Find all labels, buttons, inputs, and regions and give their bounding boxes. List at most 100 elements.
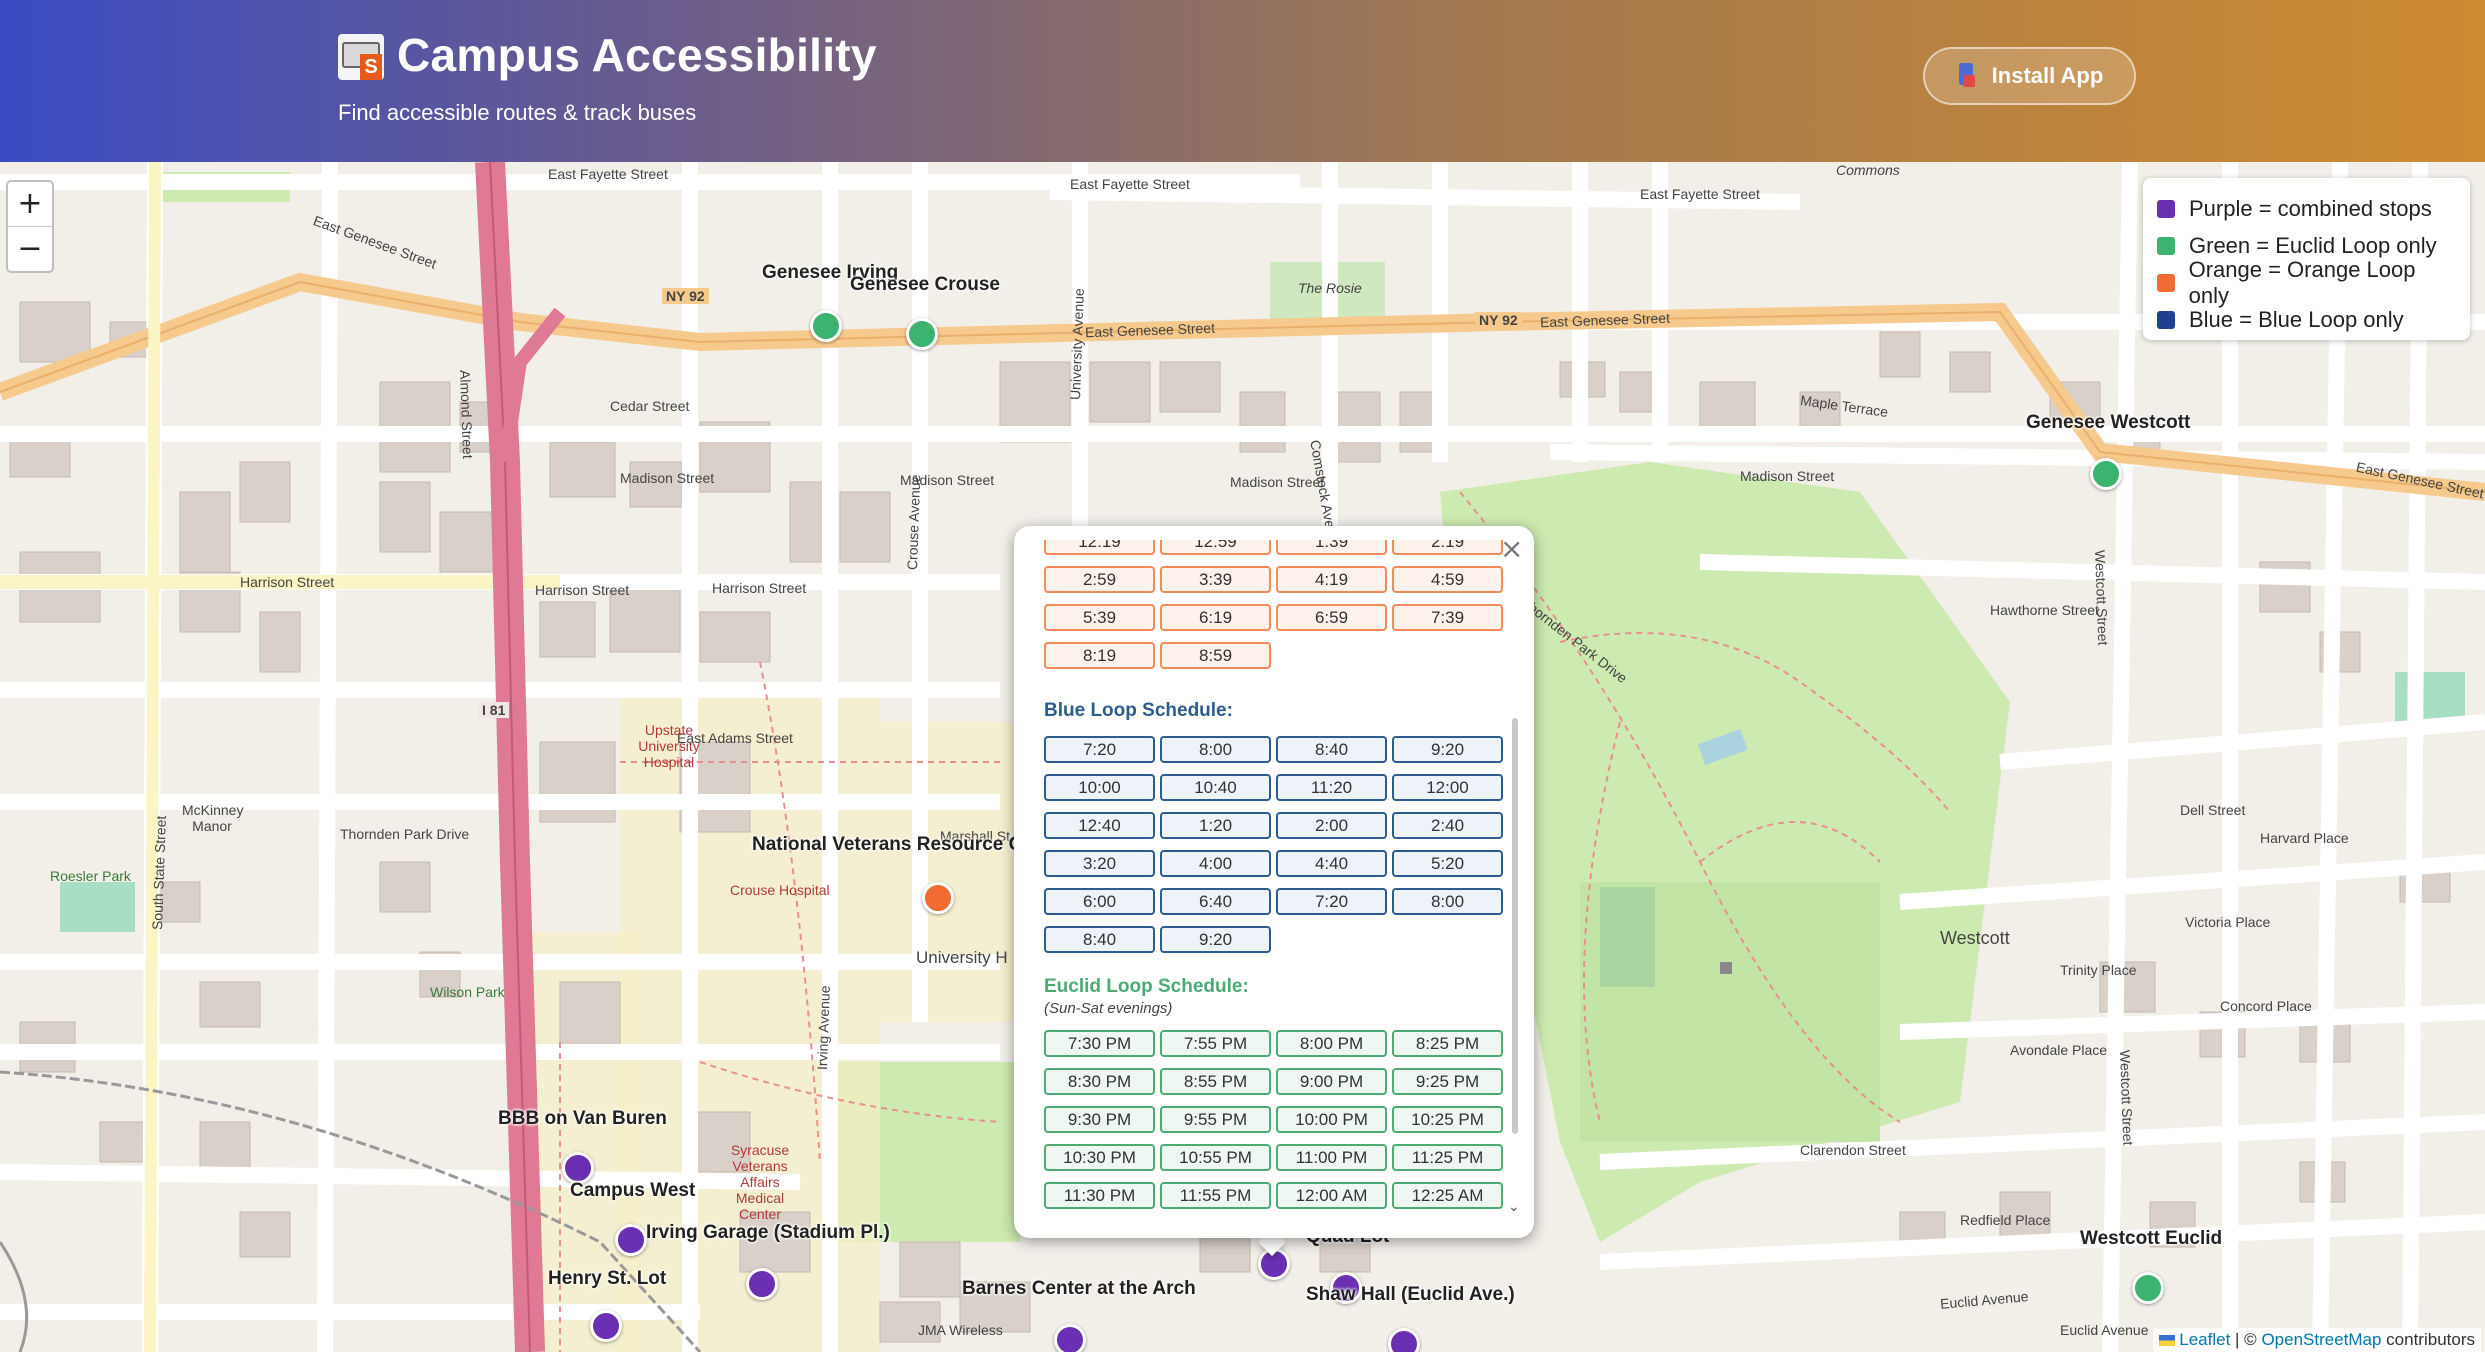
- bus-stop-marker[interactable]: [922, 882, 954, 914]
- street-label: Euclid Avenue: [2060, 1322, 2149, 1338]
- schedule-time: 7:20: [1044, 736, 1155, 763]
- map-legend: Purple = combined stops Green = Euclid L…: [2143, 178, 2470, 340]
- bus-stop-label: Barnes Center at the Arch: [962, 1278, 1196, 1299]
- schedule-time: 2:19: [1392, 540, 1503, 555]
- euclid-loop-note: (Sun-Sat evenings): [1044, 1000, 1173, 1017]
- street-label: Almond Street: [457, 369, 477, 459]
- bus-stop-marker[interactable]: [2090, 458, 2122, 490]
- legend-item: Purple = combined stops: [2157, 190, 2456, 227]
- street-label: Victoria Place: [2185, 914, 2271, 930]
- schedule-time: 9:20: [1160, 926, 1271, 953]
- schedule-time: 6:00: [1044, 888, 1155, 915]
- street-label: Irving Avenue: [814, 985, 833, 1071]
- osm-link[interactable]: OpenStreetMap: [2261, 1330, 2382, 1349]
- bus-stop-marker[interactable]: [906, 318, 938, 350]
- schedule-time: 6:40: [1160, 888, 1271, 915]
- bus-stop-marker[interactable]: [590, 1310, 622, 1342]
- map-attribution: Leaflet | © OpenStreetMap contributors: [2153, 1328, 2481, 1352]
- popup-close-button[interactable]: ×: [1500, 532, 1524, 565]
- street-label: East Fayette Street: [548, 166, 668, 182]
- schedule-time: 7:30 PM: [1044, 1030, 1155, 1057]
- street-label: Dell Street: [2180, 802, 2246, 818]
- bus-stop-marker[interactable]: [810, 310, 842, 342]
- schedule-time: 9:30 PM: [1044, 1106, 1155, 1133]
- street-label: Madison Street: [620, 470, 715, 486]
- leaflet-link[interactable]: Leaflet: [2179, 1330, 2231, 1349]
- schedule-time: 8:25 PM: [1392, 1030, 1503, 1057]
- app-subtitle: Find accessible routes & track buses: [338, 100, 697, 125]
- street-label: East Fayette Street: [1070, 176, 1190, 192]
- bus-stop-label: National Veterans Resource Ce: [752, 834, 1033, 855]
- schedule-time: 9:55 PM: [1160, 1106, 1271, 1133]
- street-label: Crouse Avenue: [904, 474, 924, 571]
- schedule-time: 12:59: [1160, 540, 1271, 555]
- street-label: Madison Street: [900, 472, 995, 488]
- neighborhood-label: Westcott: [1940, 928, 2010, 948]
- schedule-time: 9:20: [1392, 736, 1503, 763]
- street-label: East Adams Street: [677, 730, 793, 746]
- zoom-control: + −: [6, 180, 54, 273]
- schedule-time: 3:20: [1044, 850, 1155, 877]
- zoom-in-button[interactable]: +: [8, 182, 52, 227]
- bus-stop-marker[interactable]: [1330, 1272, 1362, 1304]
- install-icon: [1956, 63, 1978, 89]
- install-app-label: Install App: [1991, 63, 2104, 88]
- bus-stop-label: Genesee Westcott: [2026, 412, 2191, 433]
- bus-stop-marker[interactable]: [562, 1152, 594, 1184]
- schedule-time: 8:40: [1044, 926, 1155, 953]
- legend-item: Green = Euclid Loop only: [2157, 227, 2456, 264]
- schedule-time: 8:30 PM: [1044, 1068, 1155, 1095]
- street-label: Thornden Park Drive: [340, 826, 470, 842]
- bus-stop-marker[interactable]: [1054, 1324, 1086, 1352]
- street-label: East Fayette Street: [1640, 186, 1760, 202]
- schedule-time: 8:40: [1276, 736, 1387, 763]
- zoom-out-button[interactable]: −: [17, 231, 43, 266]
- schedule-time: 6:59: [1276, 604, 1387, 631]
- schedule-time: 9:25 PM: [1392, 1068, 1503, 1095]
- street-label: Madison Street: [1740, 468, 1835, 484]
- street-label: Westcott Street: [2117, 1049, 2137, 1146]
- campus-map[interactable]: East Fayette Street East Fayette Street …: [0, 162, 2485, 1352]
- schedule-time: 11:20: [1276, 774, 1387, 801]
- schedule-time: 10:25 PM: [1392, 1106, 1503, 1133]
- schedule-time: 8:00 PM: [1276, 1030, 1387, 1057]
- legend-item: Orange = Orange Loop only: [2157, 257, 2456, 308]
- schedule-time: 5:20: [1392, 850, 1503, 877]
- bus-stop-marker[interactable]: [2132, 1272, 2164, 1304]
- schedule-time: 7:39: [1392, 604, 1503, 631]
- schedule-time: 8:59: [1160, 642, 1271, 669]
- street-label: Harrison Street: [535, 582, 630, 598]
- schedule-time: 10:00 PM: [1276, 1106, 1387, 1133]
- bus-stop-label: Genesee Irving: [762, 262, 899, 283]
- schedule-time: 2:00: [1276, 812, 1387, 839]
- install-app-button[interactable]: Install App: [1923, 47, 2136, 105]
- schedule-time: 10:00: [1044, 774, 1155, 801]
- bus-stop-label: Shaw Hall (Euclid Ave.): [1306, 1284, 1515, 1305]
- bus-stop-label: Campus West: [570, 1180, 696, 1201]
- place-label: Crouse Hospital: [730, 882, 830, 898]
- place-label: McKinney Manor: [182, 802, 244, 834]
- scroll-down-arrow-icon[interactable]: ⌄: [1508, 1198, 1520, 1214]
- street-label: Avondale Place: [2010, 1042, 2108, 1058]
- street-label: Madison Street: [1230, 474, 1325, 490]
- schedule-time: 12:00: [1392, 774, 1503, 801]
- place-label: Roesler Park: [50, 868, 131, 884]
- street-label: Cedar Street: [610, 398, 690, 414]
- street-label: Westcott Street: [2092, 549, 2112, 646]
- schedule-time: 6:19: [1160, 604, 1271, 631]
- ukraine-flag-icon: [2159, 1335, 2176, 1347]
- schedule-time: 12:00 AM: [1276, 1182, 1387, 1209]
- bus-stop-marker[interactable]: [746, 1268, 778, 1300]
- popup-scrollbar[interactable]: [1512, 718, 1518, 1134]
- map-tiles: [0, 162, 2485, 1352]
- schedule-time: 3:39: [1160, 566, 1271, 593]
- bus-stop-marker[interactable]: [615, 1224, 647, 1256]
- euclid-loop-title: Euclid Loop Schedule:: [1044, 976, 1249, 997]
- place-label: Marshall St: [940, 828, 1011, 844]
- street-label: Hawthorne Street: [1990, 602, 2099, 618]
- blue-loop-title: Blue Loop Schedule:: [1044, 700, 1233, 721]
- bus-stop-marker[interactable]: [1388, 1328, 1420, 1352]
